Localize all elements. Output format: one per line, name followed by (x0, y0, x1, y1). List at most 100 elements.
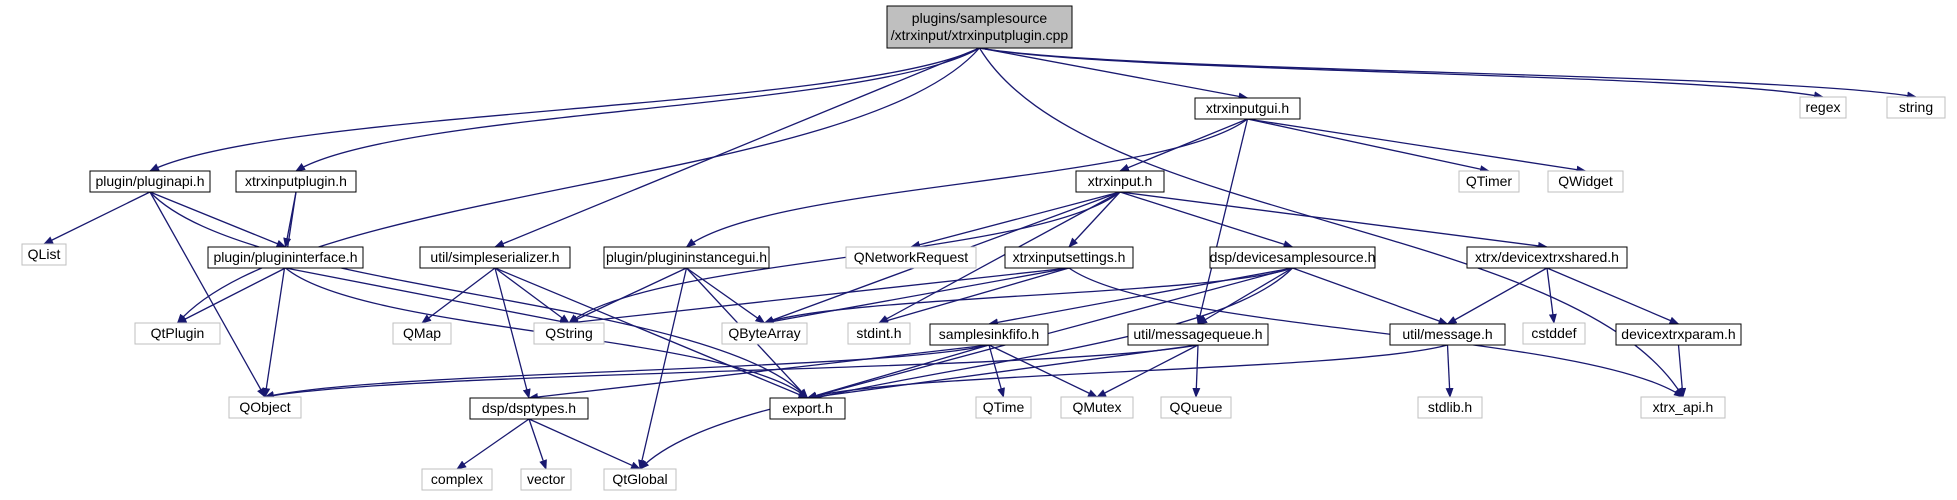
node-label-complex: complex (431, 471, 483, 487)
node-label-xtrxinputpluginh: xtrxinputplugin.h (245, 173, 347, 189)
node-devicesamplesource[interactable]: dsp/devicesamplesource.h (1209, 246, 1376, 269)
node-message[interactable]: util/message.h (1389, 323, 1506, 346)
edge-xtrxinput-to-xtrxinputsettings (1068, 191, 1121, 248)
node-box-devicesamplesource (1209, 246, 1376, 269)
node-box-devicextrxparam (1615, 323, 1742, 346)
node-regex: regex (1799, 96, 1847, 119)
node-dsptypes[interactable]: dsp/dsptypes.h (469, 397, 589, 420)
node-vector: vector (520, 468, 572, 491)
node-devicextrxparam[interactable]: devicextrxparam.h (1615, 323, 1742, 346)
node-plugininstancegui[interactable]: plugin/plugininstancegui.h (603, 246, 770, 269)
node-export[interactable]: export.h (769, 397, 846, 420)
edge-messagequeue-to-qobject (264, 344, 1199, 400)
node-label-devicextrxshared: xtrx/devicextrxshared.h (1475, 249, 1619, 265)
node-label-qtplugin: QtPlugin (151, 325, 205, 341)
edge-devicesamplesource-to-message (1292, 267, 1449, 325)
edge-xtrxinputgui-to-qtimer (1247, 118, 1490, 174)
node-messagequeue[interactable]: util/messagequeue.h (1127, 323, 1269, 346)
node-plugininterface[interactable]: plugin/plugininterface.h (207, 246, 364, 269)
edge-samplesinkfifo-to-qmutex (988, 344, 1098, 398)
node-xtrxinputsettings[interactable]: xtrxinputsettings.h (1004, 246, 1134, 269)
node-label-qtime: QTime (983, 399, 1025, 415)
node-samplesinkfifo[interactable]: samplesinkfifo.h (929, 323, 1049, 346)
node-qtplugin: QtPlugin (134, 322, 221, 345)
node-box-xtrxinput (1075, 170, 1165, 193)
edge-dsptypes-to-qtglobal (528, 418, 641, 470)
node-box-stdint (847, 322, 911, 345)
node-box-pluginapi (89, 170, 211, 193)
node-box-dsptypes (469, 397, 589, 420)
node-box-xtrxinputsettings (1004, 246, 1134, 269)
node-box-root (886, 5, 1073, 49)
edge-samplesinkfifo-to-export (806, 344, 990, 400)
edge-message-to-export (806, 344, 1448, 400)
edge-xtrxinput-to-devicextrxshared (1119, 191, 1548, 250)
edge-devicextrxshared-to-cstddef (1546, 267, 1557, 324)
node-qstring: QString (533, 322, 605, 345)
edge-dsptypes-to-complex (456, 418, 530, 470)
node-label-dsptypes: dsp/dsptypes.h (482, 400, 576, 416)
file-nodes: plugins/samplesource/xtrxinput/xtrxinput… (21, 5, 1946, 491)
node-box-export (769, 397, 846, 420)
node-box-qqueue (1160, 396, 1232, 419)
edge-devicextrxshared-to-message (1446, 267, 1548, 325)
node-label-qtimer: QTimer (1466, 173, 1512, 189)
edge-devicextrxshared-to-devicextrxparam (1546, 267, 1680, 325)
node-label-stdlib: stdlib.h (1428, 399, 1472, 415)
edge-xtrxinputgui-to-qwidget (1247, 118, 1587, 174)
edge-plugininstancegui-to-qstring (568, 267, 687, 324)
node-simpleserializer[interactable]: util/simpleserializer.h (419, 246, 571, 269)
node-label-regex: regex (1805, 99, 1840, 115)
node-box-vector (520, 468, 572, 491)
node-label-qmap: QMap (403, 325, 441, 341)
node-box-qtglobal (603, 468, 677, 491)
node-root[interactable]: plugins/samplesource/xtrxinput/xtrxinput… (886, 5, 1073, 49)
node-box-devicextrxshared (1466, 246, 1628, 269)
node-box-string (1886, 96, 1946, 119)
node-qtime: QTime (975, 396, 1032, 419)
node-label-vector: vector (527, 471, 565, 487)
node-box-simpleserializer (419, 246, 571, 269)
edge-plugininterface-to-qstring (285, 267, 570, 326)
edge-root-to-xtrxinputgui (979, 47, 1249, 101)
node-label-simpleserializer: util/simpleserializer.h (430, 249, 559, 265)
edge-plugininstancegui-to-qbytearray (686, 267, 766, 324)
edge-devicesamplesource-to-samplesinkfifo (988, 267, 1293, 327)
node-label-export: export.h (782, 400, 833, 416)
node-pluginapi[interactable]: plugin/pluginapi.h (89, 170, 211, 193)
node-label-qstring: QString (545, 325, 592, 341)
edge-xtrxinputsettings-to-xtrxapi (1068, 267, 1684, 398)
edge-devicesamplesource-to-messagequeue (1197, 267, 1293, 325)
edge-devicesamplesource-to-export (806, 267, 1293, 400)
node-label-qnetworkrequest: QNetworkRequest (854, 249, 968, 265)
node-qbytearray: QByteArray (721, 322, 808, 345)
node-xtrxinputgui[interactable]: xtrxinputgui.h (1194, 97, 1301, 120)
edge-simpleserializer-to-dsptypes (494, 267, 531, 399)
node-devicextrxshared[interactable]: xtrx/devicextrxshared.h (1466, 246, 1628, 269)
node-box-qbytearray (721, 322, 808, 345)
node-cstddef: cstddef (1522, 322, 1586, 345)
edge-plugininstancegui-to-qtglobal (638, 267, 688, 470)
edge-xtrxinputgui-to-messagequeue (1196, 118, 1249, 325)
edge-pluginapi-to-qobject (149, 191, 266, 398)
node-box-qnetworkrequest (845, 246, 977, 269)
edge-samplesinkfifo-to-qobject (264, 344, 990, 399)
node-xtrxinputpluginh[interactable]: xtrxinputplugin.h (235, 170, 357, 193)
edge-root-to-simpleserializer (494, 47, 980, 248)
node-box-qtplugin (134, 322, 221, 345)
node-label-plugininterface: plugin/plugininterface.h (214, 249, 358, 265)
node-label-xtrxinputsettings: xtrxinputsettings.h (1013, 249, 1126, 265)
node-box-xtrxinputpluginh (235, 170, 357, 193)
edge-devicesamplesource-to-qtglobal (639, 267, 1293, 470)
node-box-complex (421, 468, 493, 491)
node-label-qbytearray: QByteArray (728, 325, 800, 341)
node-label-cstddef: cstddef (1531, 325, 1576, 341)
edge-simpleserializer-to-qmap (421, 267, 496, 324)
node-qobject: QObject (228, 396, 302, 419)
edge-xtrxinputsettings-to-stdint (878, 267, 1070, 325)
edge-xtrxinputsettings-to-qbytearray (763, 267, 1070, 326)
node-label-devicesamplesource: dsp/devicesamplesource.h (1210, 249, 1376, 265)
node-label-messagequeue: util/messagequeue.h (1133, 326, 1262, 342)
edge-root-to-string (979, 47, 1917, 100)
node-xtrxinput[interactable]: xtrxinput.h (1075, 170, 1165, 193)
